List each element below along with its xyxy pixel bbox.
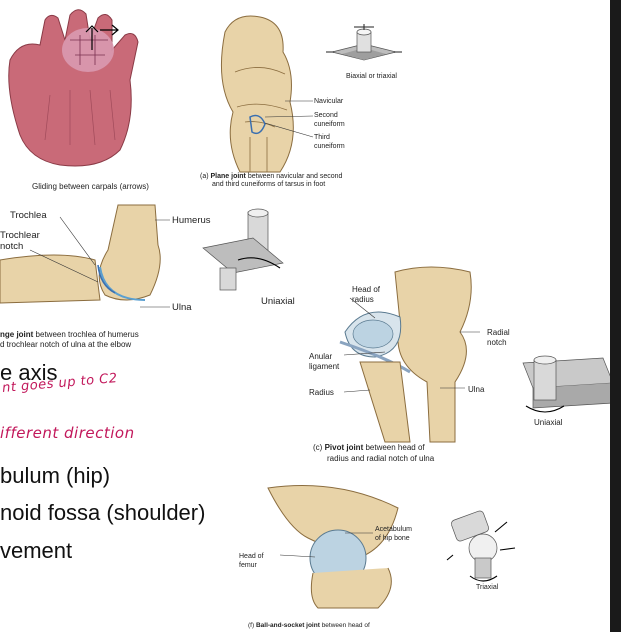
anular-ligament-label-1: Anular bbox=[309, 352, 333, 361]
anular-ligament-label-2: ligament bbox=[309, 362, 340, 371]
trochlear-notch-label-1: Trochlear bbox=[0, 230, 40, 241]
third-cuneiform-label: cuneiform bbox=[314, 143, 345, 150]
hinge-caption: nge joint between trochlea of humerus d … bbox=[0, 330, 139, 349]
trochlea-label: Trochlea bbox=[10, 210, 47, 221]
elbow-illustration bbox=[0, 204, 161, 304]
bullet-hip: bulum (hip) bbox=[0, 463, 111, 488]
acetabulum-label-1: Acetabulum bbox=[375, 526, 412, 533]
trochlear-notch-label-2: notch bbox=[0, 241, 24, 252]
hinge-leader-lines bbox=[29, 216, 170, 308]
foot-bones-illustration bbox=[220, 15, 294, 173]
radial-notch-label-2: notch bbox=[487, 338, 507, 347]
hip-illustration bbox=[267, 485, 399, 609]
head-of-radius-label-1: Head of bbox=[352, 285, 381, 294]
head-of-femur-label-1: Head of bbox=[239, 553, 264, 560]
gliding-caption: Gliding between carpals (arrows) bbox=[32, 182, 149, 191]
uniaxial-label-pivot: Uniaxial bbox=[534, 418, 563, 427]
plane-leader-lines bbox=[264, 100, 314, 138]
ulna-label-hinge: Ulna bbox=[172, 302, 192, 313]
head-of-femur-label-2: femur bbox=[239, 562, 257, 569]
handwritten-note-2: ifferent direction bbox=[0, 424, 135, 442]
third-label: Third bbox=[314, 134, 330, 141]
radial-notch-label-1: Radial bbox=[487, 328, 510, 337]
ball-leader-lines bbox=[279, 532, 373, 558]
ulna-label-pivot: Ulna bbox=[468, 385, 485, 394]
bullet-movement: vement bbox=[0, 538, 73, 563]
acetabulum-label-2: of hip bone bbox=[375, 535, 410, 542]
humerus-label: Humerus bbox=[172, 215, 211, 226]
pivot-caption: (c) Pivot joint between head of radius a… bbox=[313, 443, 435, 463]
second-cuneiform-label: cuneiform bbox=[314, 121, 345, 128]
bullet-axis: e axis bbox=[0, 360, 58, 385]
uniaxial-pivot-icon bbox=[522, 355, 614, 413]
radius-label: Radius bbox=[309, 388, 334, 397]
hand-illustration bbox=[8, 9, 139, 167]
bullet-shoulder: noid fossa (shoulder) bbox=[0, 500, 206, 525]
ball-caption: (f) Ball-and-socket joint between head o… bbox=[248, 622, 370, 629]
head-of-radius-label-2: radius bbox=[352, 295, 374, 304]
plane-caption: (a) Plane joint between navicular and se… bbox=[200, 173, 343, 188]
vertical-scrollbar[interactable] bbox=[610, 0, 621, 632]
pivot-leader-lines bbox=[343, 297, 480, 393]
second-label: Second bbox=[314, 112, 338, 119]
pivot-illustration bbox=[339, 266, 472, 443]
biaxial-icon bbox=[326, 24, 402, 61]
biaxial-label: Biaxial or triaxial bbox=[346, 73, 397, 80]
uniaxial-hinge-icon bbox=[202, 208, 284, 291]
triaxial-icon bbox=[446, 510, 516, 582]
navicular-label: Navicular bbox=[314, 98, 344, 105]
triaxial-label: Triaxial bbox=[476, 584, 499, 591]
uniaxial-label-hinge: Uniaxial bbox=[261, 296, 295, 307]
